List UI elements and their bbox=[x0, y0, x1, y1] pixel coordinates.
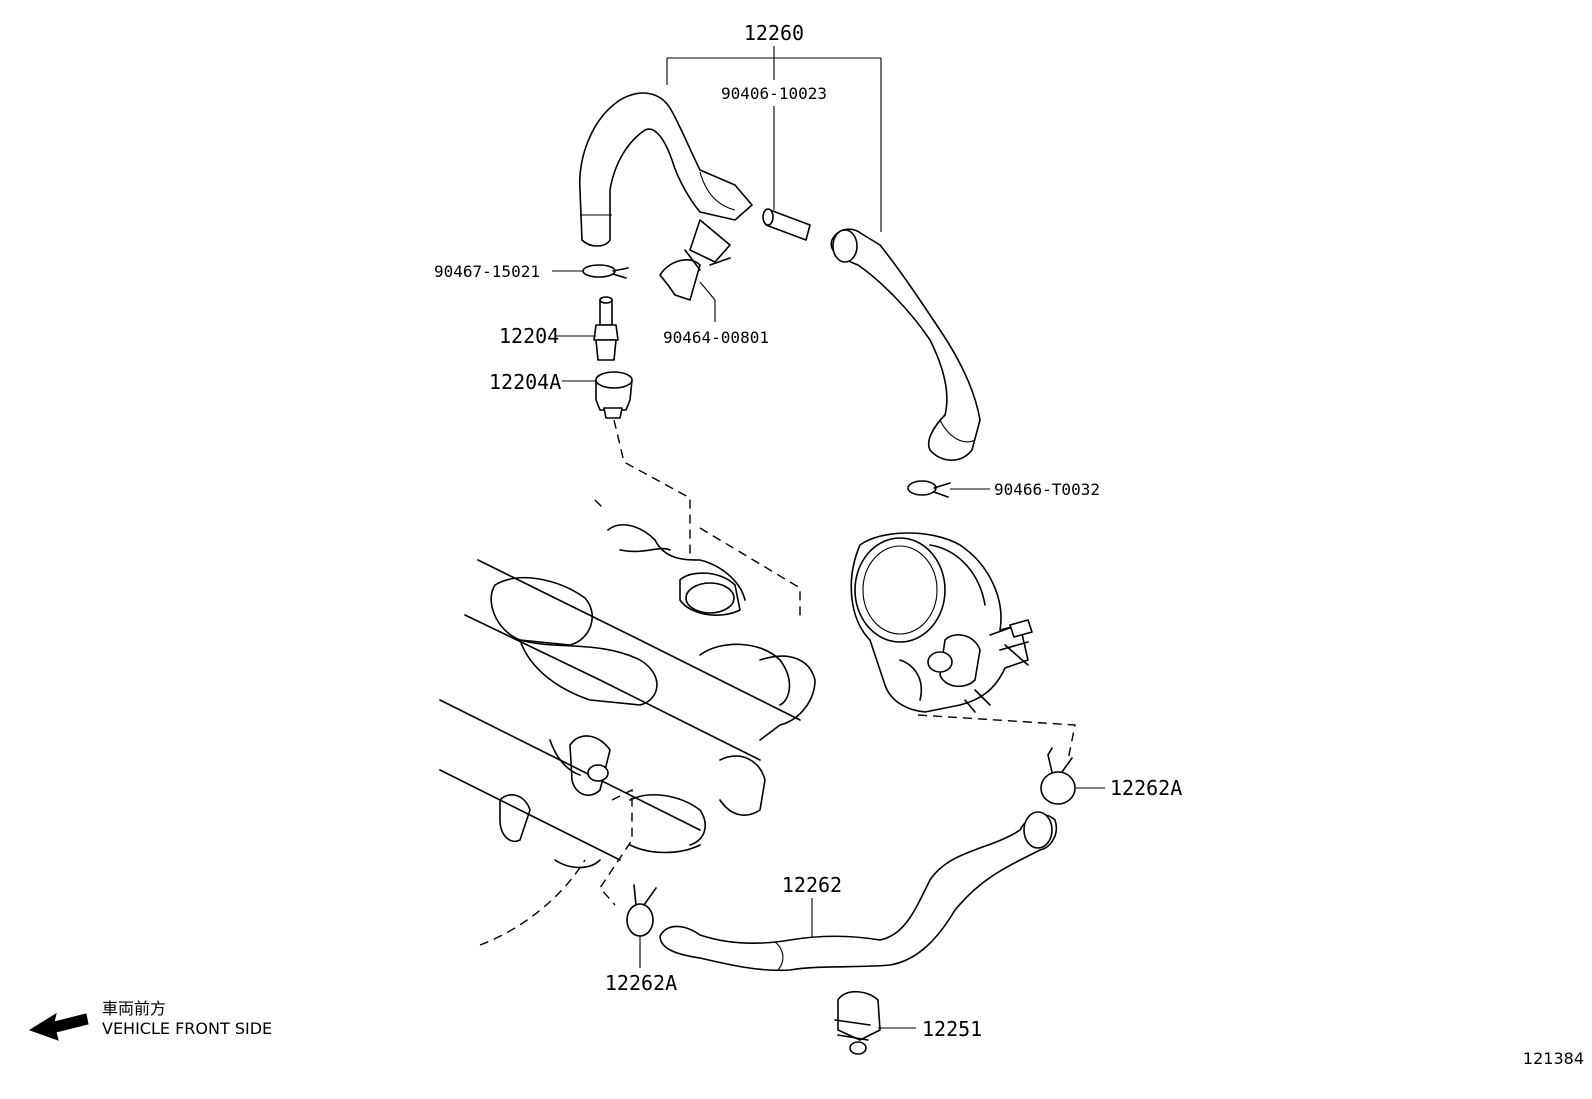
throttle-body bbox=[850, 532, 1033, 713]
label-12204A: 12204A bbox=[489, 370, 561, 394]
hose-12260-left bbox=[579, 92, 753, 247]
clamp-12251 bbox=[834, 990, 881, 1055]
union-90406-10023 bbox=[762, 208, 811, 241]
clip-90467-15021 bbox=[582, 264, 629, 279]
label-12251: 12251 bbox=[922, 1017, 982, 1041]
clip-12262A-left bbox=[626, 884, 657, 937]
hose-12262 bbox=[659, 811, 1058, 972]
label-12262: 12262 bbox=[782, 873, 842, 897]
label-12262A-left: 12262A bbox=[605, 971, 677, 995]
front-label-en: VEHICLE FRONT SIDE bbox=[102, 1019, 272, 1038]
label-90467-15021: 90467-15021 bbox=[434, 262, 540, 281]
hose-12260-right bbox=[830, 228, 981, 461]
front-label-jp: 車両前方 bbox=[102, 999, 166, 1018]
label-12262A-right: 12262A bbox=[1110, 776, 1182, 800]
label-90464-00801: 90464-00801 bbox=[663, 328, 769, 347]
engine-cylinder-head bbox=[439, 499, 816, 946]
label-90406-10023: 90406-10023 bbox=[721, 84, 827, 103]
label-12204: 12204 bbox=[499, 324, 559, 348]
pcv-valve-12204 bbox=[593, 296, 619, 361]
grommet-12204A bbox=[595, 371, 633, 419]
vehicle-front-indicator: 車両前方 VEHICLE FRONT SIDE bbox=[28, 999, 272, 1041]
clamp-90464-00801 bbox=[659, 219, 731, 301]
clip-90466-T0032 bbox=[907, 480, 951, 498]
arrow-left-icon bbox=[28, 1012, 89, 1041]
illustration-number: 121384 bbox=[1523, 1049, 1584, 1068]
leader-lines bbox=[552, 46, 1105, 1029]
label-12260: 12260 bbox=[744, 21, 804, 45]
clip-12262A-right bbox=[1040, 747, 1076, 805]
part-labels: 12260 90406-10023 90467-15021 12204 1220… bbox=[434, 21, 1182, 1041]
label-90466-T0032: 90466-T0032 bbox=[994, 480, 1100, 499]
connection-lines bbox=[599, 419, 1076, 906]
